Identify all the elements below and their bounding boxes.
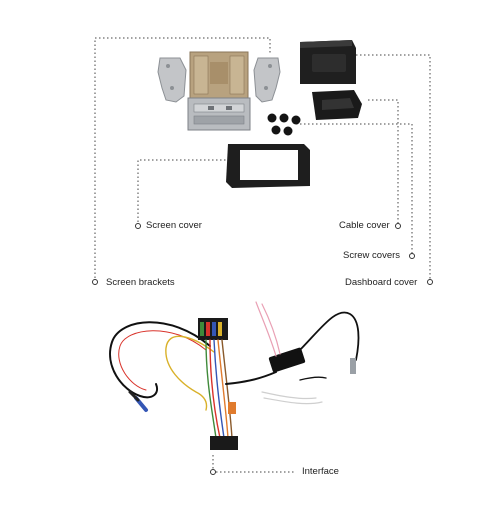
screw-cover-2 [279,113,289,123]
left-bracket [157,57,187,103]
screw-cover-4 [271,125,281,135]
marker-screen-cover [135,223,141,229]
leader-cable-cover [368,99,399,226]
leader-dashboard-cover [352,54,431,282]
label-interface: Interface [302,466,339,477]
lower-cage [187,97,251,131]
label-screen-cover: Screen cover [146,220,202,231]
label-dashboard-cover: Dashboard cover [345,277,418,288]
screw-cover-3 [291,115,301,125]
screen-brackets-part [157,51,281,131]
dashboard-cover-part [300,40,356,84]
bottom-connector [210,436,238,450]
screen-cover-part [226,144,310,188]
leader-screw-covers [296,123,413,256]
screw-covers-part [267,113,301,136]
right-bracket [253,57,281,103]
marker-screen-brackets [92,279,98,285]
marker-screw-covers [409,253,415,259]
interface-module [268,347,306,373]
marker-cable-cover [395,223,401,229]
label-screen-brackets: Screen brackets [106,277,175,288]
screw-cover-1 [267,113,277,123]
cable-cover-part [312,90,362,120]
marker-interface [210,469,216,475]
screw-cover-5 [283,126,293,136]
label-cable-cover: Cable cover [339,220,390,231]
leader-interface [212,455,296,473]
label-screw-covers: Screw covers [343,250,401,261]
harness-left-loop [109,321,211,399]
marker-dashboard-cover [427,279,433,285]
interface-harness-part [109,301,360,450]
